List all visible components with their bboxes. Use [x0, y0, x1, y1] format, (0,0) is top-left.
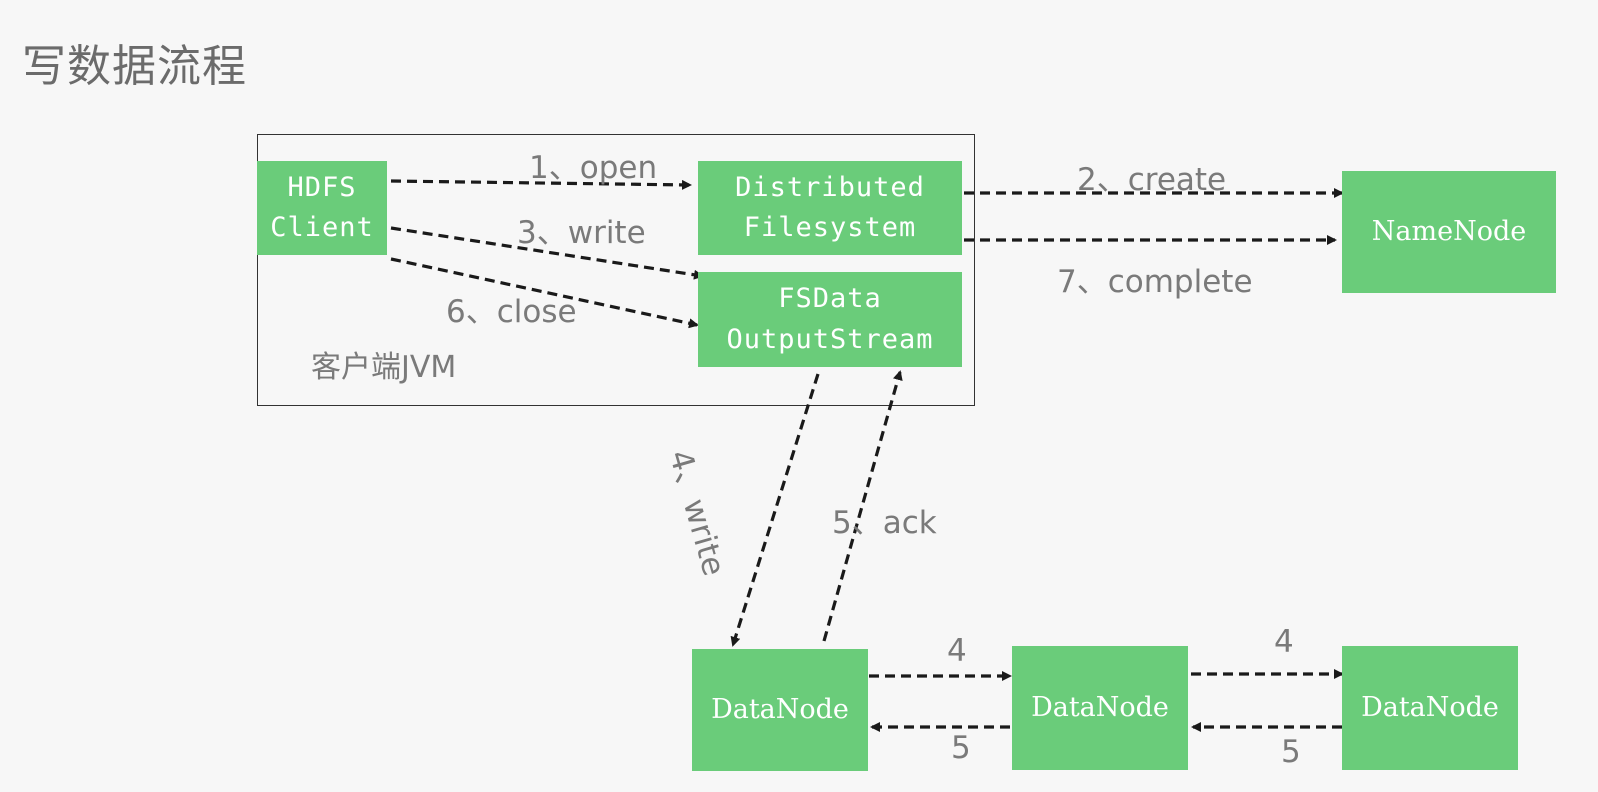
arrow-open — [390, 179, 692, 190]
pipeline-5b-label: 5 — [1281, 734, 1301, 770]
datanode-3: DataNode — [1342, 646, 1518, 770]
pipeline-4b-label: 4 — [1274, 624, 1294, 660]
step-ack-label: 5、ack — [832, 505, 937, 541]
namenode-node: NameNode — [1342, 171, 1556, 293]
datanode-1: DataNode — [692, 649, 868, 771]
fsdata-outputstream-node: FSData OutputStream — [698, 272, 962, 367]
arrow-write — [390, 226, 704, 280]
arrow-write-datanode — [730, 373, 820, 647]
distributed-filesystem-node: Distributed Filesystem — [698, 161, 962, 255]
pipeline-5a-label: 5 — [951, 730, 971, 766]
step-open-label: 1、open — [529, 150, 658, 186]
step-close-label: 6、close — [446, 294, 577, 330]
page-title: 写数据流程 — [22, 41, 247, 92]
client-jvm-label: 客户端JVM — [311, 350, 457, 385]
arrow-ack — [822, 370, 903, 642]
arrow-close — [390, 257, 699, 329]
pipeline-4a-label: 4 — [947, 633, 967, 669]
step-write-label: 3、write — [517, 215, 646, 251]
step-create-label: 2、create — [1077, 162, 1227, 198]
datanode-2: DataNode — [1012, 646, 1188, 770]
hdfs-client-node: HDFS Client — [257, 161, 387, 255]
step-complete-label: 7、complete — [1057, 264, 1253, 300]
